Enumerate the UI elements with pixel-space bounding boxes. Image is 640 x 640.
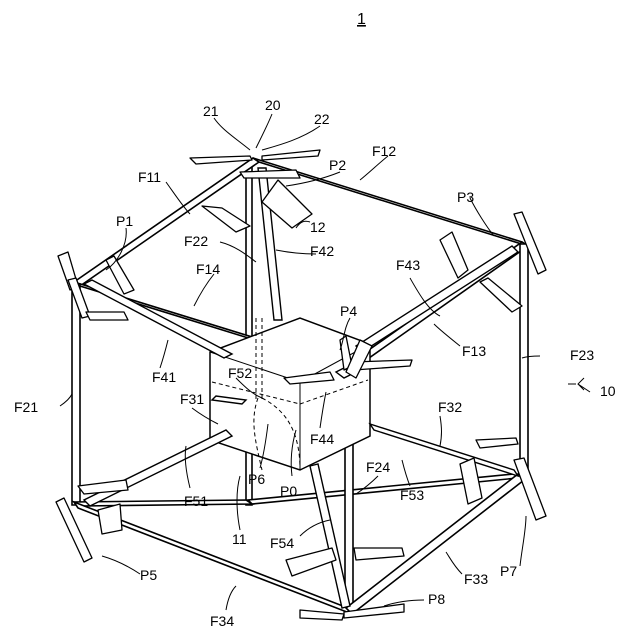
label-F51: F51 xyxy=(184,493,208,509)
label-F32: F32 xyxy=(438,399,462,415)
label-P7: P7 xyxy=(500,563,517,579)
label-10: 10 xyxy=(600,383,616,399)
label-P4: P4 xyxy=(340,303,357,319)
label-F13: F13 xyxy=(462,343,486,359)
label-F33: F33 xyxy=(464,571,488,587)
label-F22: F22 xyxy=(184,233,208,249)
label-F43: F43 xyxy=(396,257,420,273)
label-F24: F24 xyxy=(366,459,390,475)
label-F34: F34 xyxy=(210,613,234,629)
label-11: 11 xyxy=(232,531,247,547)
label-P6: P6 xyxy=(248,471,265,487)
label-21: 21 xyxy=(203,103,219,119)
label-20: 20 xyxy=(265,97,281,113)
label-F54: F54 xyxy=(270,535,294,551)
label-F53: F53 xyxy=(400,487,424,503)
label-F14: F14 xyxy=(196,261,220,277)
label-22: 22 xyxy=(314,111,330,127)
label-12: 12 xyxy=(310,219,326,235)
label-P3: P3 xyxy=(457,189,474,205)
label-F12: F12 xyxy=(372,143,396,159)
label-F21: F21 xyxy=(14,399,38,415)
label-P8: P8 xyxy=(428,591,445,607)
label-F42: F42 xyxy=(310,243,334,259)
label-P2: P2 xyxy=(329,157,346,173)
label-P5: P5 xyxy=(140,567,157,583)
label-P1: P1 xyxy=(116,213,133,229)
label-F23: F23 xyxy=(570,347,594,363)
label-F31: F31 xyxy=(180,391,204,407)
label-P0: P0 xyxy=(280,483,297,499)
figure-number: 1 xyxy=(357,11,366,28)
label-F44: F44 xyxy=(310,431,334,447)
label-F52: F52 xyxy=(228,365,252,381)
label-F41: F41 xyxy=(152,369,176,385)
label-F11: F11 xyxy=(138,169,161,185)
